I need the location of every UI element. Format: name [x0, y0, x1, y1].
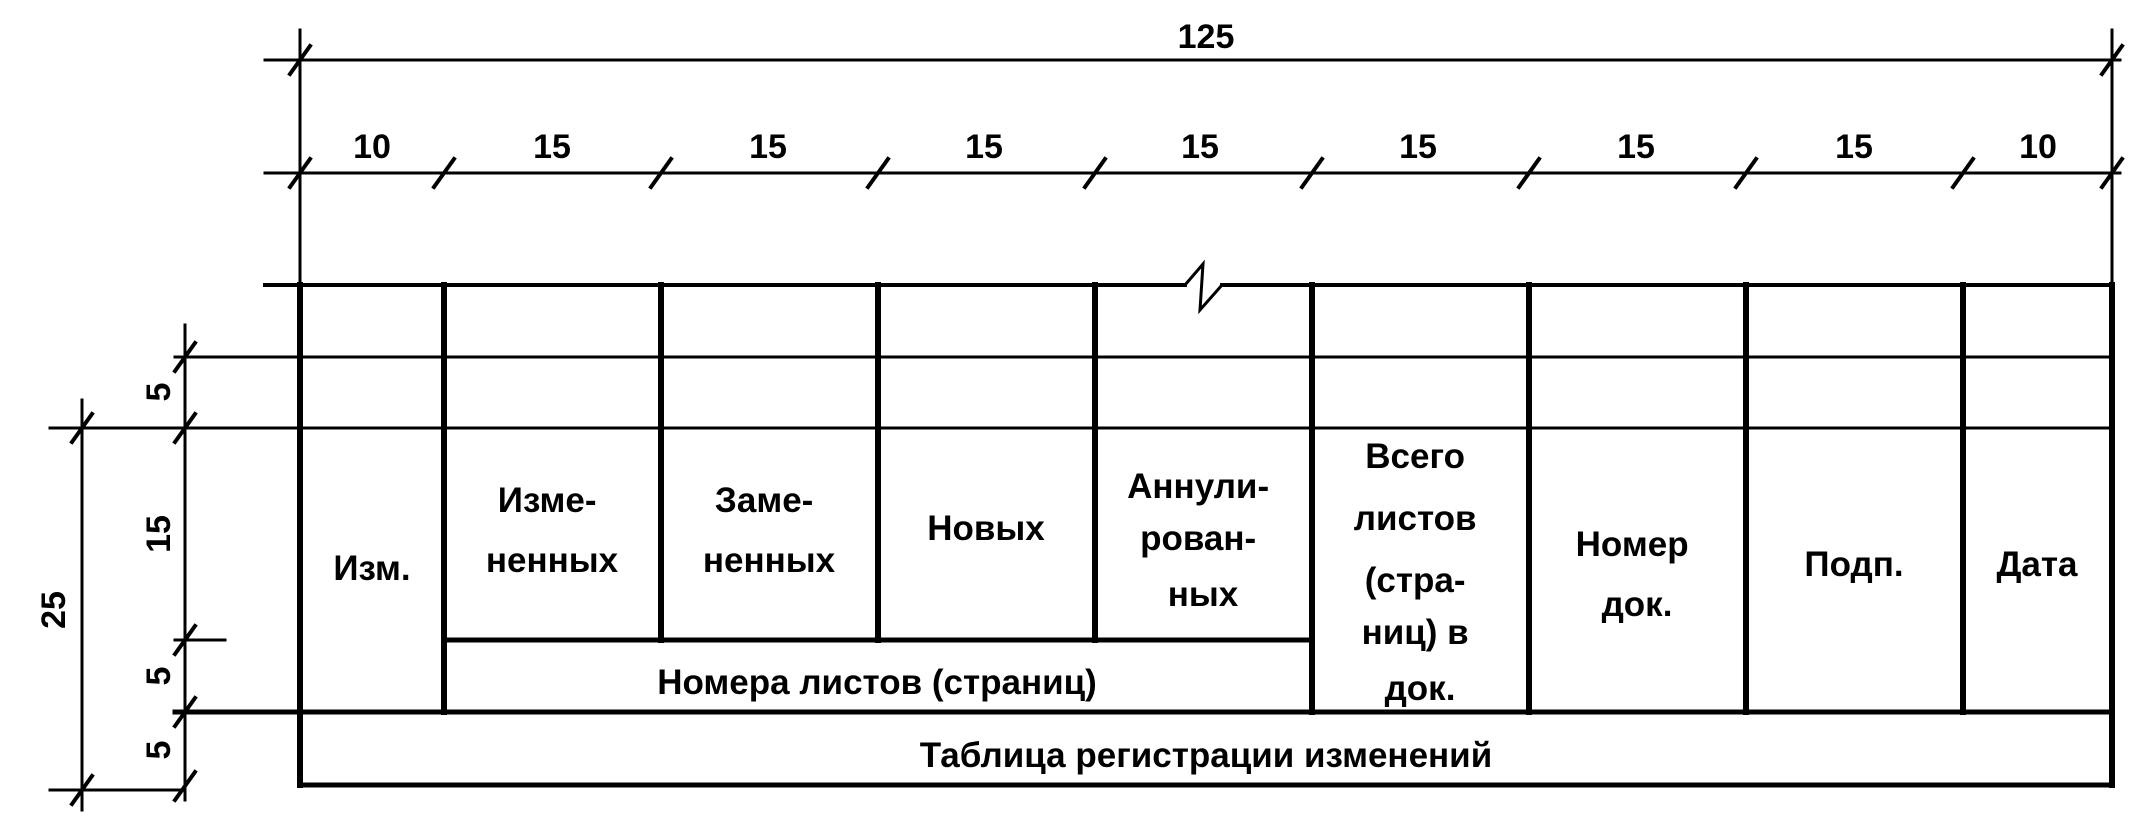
row-height-label: 5 — [140, 667, 178, 686]
dimension-row-heights — [48, 323, 227, 803]
col-width-label: 15 — [965, 128, 1003, 166]
header-line: ных — [1168, 575, 1239, 614]
dimension-column-widths — [263, 156, 2125, 190]
header-line: ниц) в — [1362, 613, 1469, 652]
header-line: Изме- — [498, 481, 597, 520]
header-line: Всего — [1365, 437, 1465, 476]
column-headers: Изм. Изме- ненных Заме- ненных Новых Анн… — [333, 437, 2078, 708]
dimension-total-width — [263, 28, 2125, 287]
total-width-label: 125 — [1178, 18, 1235, 56]
header-line: Номер — [1576, 525, 1689, 564]
col-width-label: 10 — [2019, 128, 2057, 166]
group-header-sheet-numbers: Номера листов (страниц) — [657, 663, 1097, 702]
header-line: ненных — [703, 541, 836, 580]
header-izmenennyh: Изме- ненных — [486, 481, 619, 580]
header-annulirovannyh: Аннули- рован- ных — [1127, 467, 1279, 614]
header-line: ненных — [486, 541, 619, 580]
total-height-label: 25 — [35, 591, 73, 629]
header-line: листов — [1354, 499, 1477, 538]
column-width-labels: 10 15 15 15 15 15 15 15 10 — [353, 128, 2057, 166]
col-width-label: 15 — [1835, 128, 1873, 166]
header-line: рован- — [1140, 519, 1256, 558]
header-data: Дата — [1996, 545, 2078, 584]
dimension-total-height — [69, 398, 95, 812]
break-mark — [1182, 259, 1225, 315]
header-zamenennyh: Заме- ненных — [703, 481, 836, 580]
col-width-label: 15 — [533, 128, 571, 166]
header-line: док. — [1385, 669, 1456, 708]
table-vertical-lines — [297, 282, 2115, 788]
header-line: (стра- — [1365, 561, 1466, 600]
header-podp: Подп. — [1804, 545, 1903, 584]
col-width-label: 10 — [353, 128, 391, 166]
header-vsego-listov: Всего листов (стра- ниц) в док. — [1354, 437, 1487, 708]
table-horizontal-lines — [48, 283, 2115, 788]
col-width-label: 15 — [1617, 128, 1655, 166]
header-novyh: Новых — [927, 509, 1045, 548]
col-width-label: 15 — [1399, 128, 1437, 166]
col-width-label: 15 — [749, 128, 787, 166]
row-height-label: 5 — [140, 741, 178, 760]
header-line: док. — [1602, 585, 1673, 624]
row-height-labels: 5 15 5 5 — [140, 383, 178, 760]
header-nomer-dok: Номер док. — [1576, 525, 1699, 624]
header-line: Заме- — [715, 481, 813, 520]
col-width-label: 15 — [1181, 128, 1219, 166]
row-height-label: 5 — [140, 383, 178, 402]
row-height-label: 15 — [140, 515, 178, 553]
table-title: Таблица регистрации изменений — [920, 736, 1492, 775]
header-line: Аннули- — [1127, 467, 1269, 506]
header-izm: Изм. — [333, 549, 410, 588]
